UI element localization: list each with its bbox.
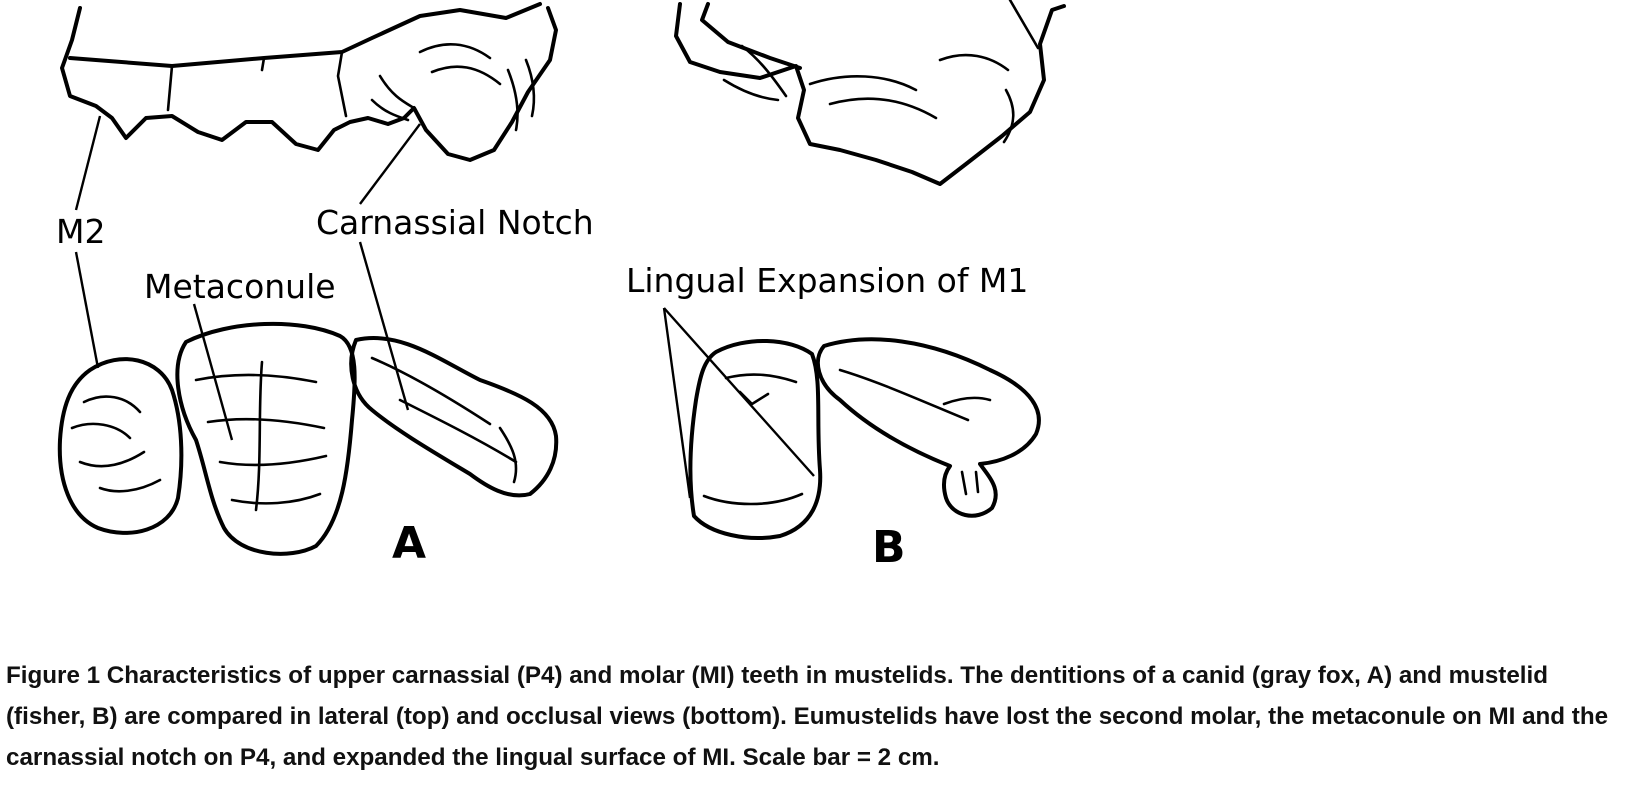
- metaconule-leader-line: [192, 303, 234, 441]
- panel-b-occlusal-teeth-drawing: [688, 337, 1041, 540]
- panel-a-lateral-teeth-drawing: [60, 2, 558, 162]
- metaconule-label: Metaconule: [144, 267, 336, 306]
- panel-b-lateral-teeth-drawing: [674, 0, 1066, 186]
- carnassial-notch-leader-line-upper: [359, 123, 421, 205]
- panel-b-letter: B: [872, 522, 906, 573]
- panel-a-letter: A: [392, 518, 426, 569]
- panel-a-occlusal-teeth-drawing: [57, 321, 559, 556]
- lingual-expansion-label: Lingual Expansion of M1: [626, 261, 1028, 300]
- figure-caption: Figure 1 Characteristics of upper carnas…: [6, 662, 1609, 771]
- lingual-expansion-leader-line-left: [662, 307, 692, 499]
- m2-label: M2: [56, 212, 105, 251]
- carnassial-notch-leader-line-lower: [358, 241, 410, 411]
- dentition-figure: M2 Carnassial Notch Metaconule Lingual E…: [56, 0, 1066, 573]
- m2-leader-line-lower: [74, 251, 100, 369]
- m2-leader-line-upper: [74, 115, 102, 211]
- carnassial-notch-label: Carnassial Notch: [316, 203, 594, 242]
